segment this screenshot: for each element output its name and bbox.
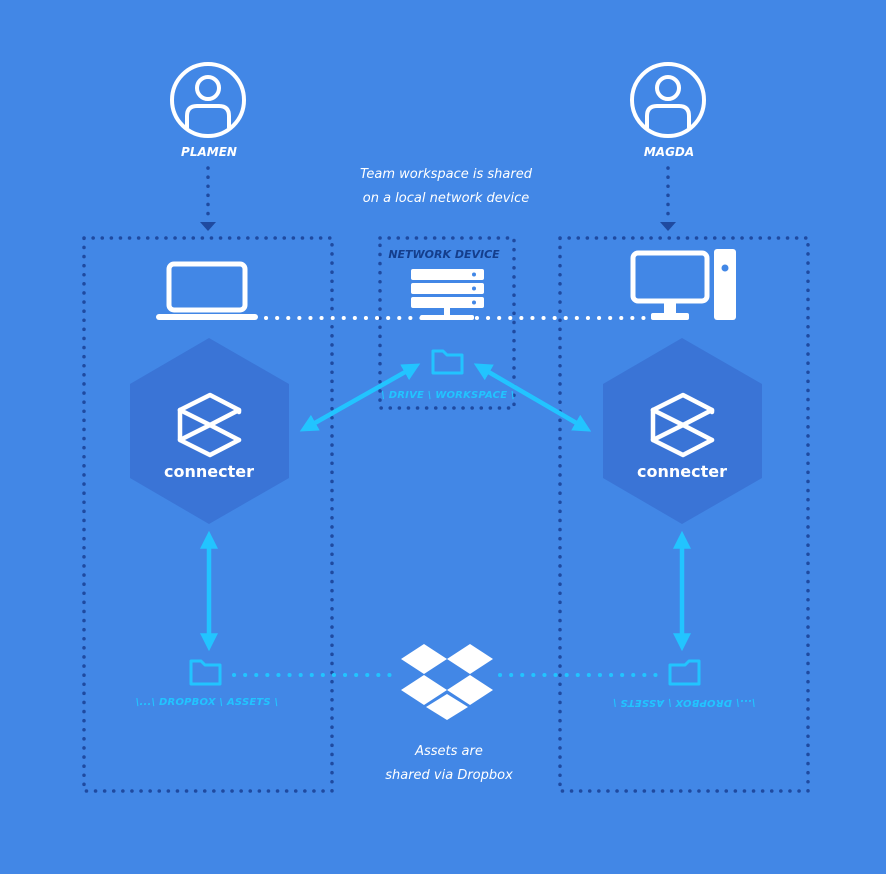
connecter-logo-icon bbox=[650, 392, 715, 458]
dropbox-path-right: \...\ DROPBOX \ ASSETS \ bbox=[612, 697, 756, 708]
folder-icon bbox=[189, 659, 222, 686]
network-caption-line2: on a local network device bbox=[362, 191, 530, 206]
server-icon bbox=[411, 269, 484, 320]
left-workspace-sync-arrow bbox=[299, 363, 421, 432]
laptop-icon bbox=[156, 261, 258, 320]
dropbox-icon bbox=[401, 644, 493, 720]
connecter-hexagon bbox=[603, 338, 762, 524]
network-caption: Team workspace is shared on a local netw… bbox=[360, 163, 532, 211]
connecter-label: connecter bbox=[637, 462, 727, 481]
dropbox-caption-line1: Assets are bbox=[415, 744, 483, 759]
network-caption-line1: Team workspace is shared bbox=[360, 167, 532, 182]
workspace-path: \ DRIVE \ WORKSPACE \ bbox=[381, 390, 515, 401]
network-device-label: NETWORK DEVICE bbox=[388, 248, 500, 261]
dropbox-caption-line2: shared via Dropbox bbox=[385, 768, 513, 783]
folder-icon bbox=[431, 349, 464, 375]
network-device-box bbox=[378, 236, 516, 410]
connecter-hexagon bbox=[130, 338, 289, 524]
connecter-label: connecter bbox=[164, 462, 254, 481]
user-name-plamen: PLAMEN bbox=[181, 145, 237, 159]
magda-arrowhead bbox=[660, 222, 676, 231]
connecter-logo-icon bbox=[177, 392, 242, 458]
dropbox-caption: Assets are shared via Dropbox bbox=[385, 740, 513, 788]
user-name-magda: MAGDA bbox=[643, 145, 695, 159]
right-workspace-sync-arrow bbox=[473, 363, 592, 432]
user-icon bbox=[630, 62, 706, 138]
plamen-arrowhead bbox=[200, 222, 216, 231]
folder-icon bbox=[668, 659, 701, 686]
desktop-computer-icon bbox=[630, 249, 736, 320]
user-icon bbox=[170, 62, 246, 138]
dropbox-path-left: \...\ DROPBOX \ ASSETS \ bbox=[135, 697, 279, 708]
